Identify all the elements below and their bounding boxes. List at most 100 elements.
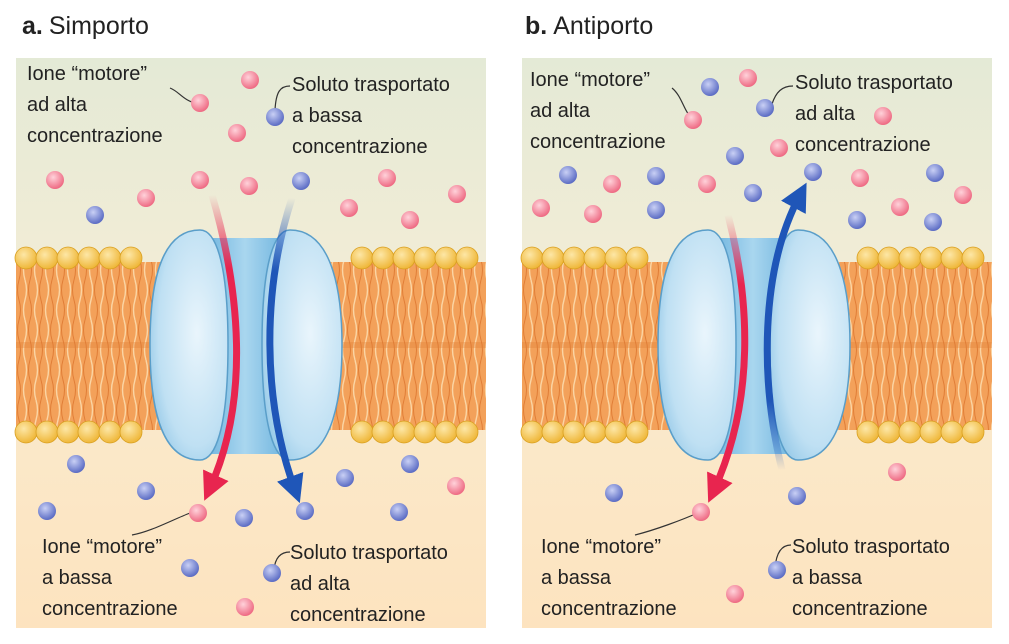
lipid-head bbox=[77, 420, 101, 444]
solute-molecule bbox=[296, 502, 314, 520]
solute-molecule bbox=[768, 561, 786, 579]
panel-a-ion-arrow bbox=[203, 194, 241, 501]
panel-b-lipid-heads-bottom bbox=[520, 420, 985, 444]
solute-molecule bbox=[38, 502, 56, 520]
solute-molecule bbox=[86, 206, 104, 224]
lipid-head bbox=[350, 420, 374, 444]
solute-molecule bbox=[701, 78, 719, 96]
panel-b-transport-protein bbox=[657, 229, 851, 461]
panel-b-letter: b. bbox=[525, 12, 548, 40]
lipid-head bbox=[371, 246, 395, 270]
lipid-head bbox=[413, 420, 437, 444]
ion-molecule bbox=[236, 598, 254, 616]
lipid-head bbox=[877, 246, 901, 270]
lipid-head bbox=[919, 246, 943, 270]
lipid-head bbox=[541, 246, 565, 270]
lipid-head bbox=[119, 246, 143, 270]
lipid-head bbox=[520, 246, 544, 270]
lipid-head bbox=[961, 420, 985, 444]
lipid-head bbox=[371, 420, 395, 444]
panel-a-label-ion-low: Ione “motore” a bassa concentrazione bbox=[42, 536, 178, 620]
ion-molecule bbox=[240, 177, 258, 195]
solute-molecule bbox=[726, 147, 744, 165]
ion-molecule bbox=[954, 186, 972, 204]
solute-molecule bbox=[926, 164, 944, 182]
lipid-head bbox=[119, 420, 143, 444]
solute-molecule bbox=[559, 166, 577, 184]
lipid-head bbox=[604, 246, 628, 270]
ion-molecule bbox=[684, 111, 702, 129]
lipid-head bbox=[413, 246, 437, 270]
lipid-head bbox=[434, 420, 458, 444]
panel-b-label-solute-low: Soluto trasportato a bassa concentrazion… bbox=[792, 536, 950, 620]
lipid-head bbox=[56, 246, 80, 270]
lipid-head bbox=[35, 420, 59, 444]
ion-molecule bbox=[692, 503, 710, 521]
panel-a-leader-bottom-left bbox=[131, 512, 191, 536]
solute-molecule bbox=[67, 455, 85, 473]
lipid-head bbox=[392, 420, 416, 444]
lipid-head bbox=[392, 246, 416, 270]
panel-a bbox=[14, 58, 486, 628]
lipid-head bbox=[98, 420, 122, 444]
solute-molecule bbox=[266, 108, 284, 126]
ion-molecule bbox=[228, 124, 246, 142]
solute-molecule bbox=[263, 564, 281, 582]
lipid-head bbox=[14, 246, 38, 270]
panel-b-title-text: Antiporto bbox=[553, 12, 654, 40]
lipid-head bbox=[856, 420, 880, 444]
solute-molecule bbox=[804, 163, 822, 181]
lipid-head bbox=[77, 246, 101, 270]
lipid-head bbox=[541, 420, 565, 444]
lipid-head bbox=[98, 246, 122, 270]
lipid-head bbox=[520, 420, 544, 444]
solute-molecule bbox=[235, 509, 253, 527]
ion-molecule bbox=[851, 169, 869, 187]
lipid-head bbox=[961, 246, 985, 270]
solute-molecule bbox=[788, 487, 806, 505]
lipid-head bbox=[583, 420, 607, 444]
ion-molecule bbox=[191, 171, 209, 189]
lipid-head bbox=[625, 420, 649, 444]
ion-molecule bbox=[340, 199, 358, 217]
solute-molecule bbox=[756, 99, 774, 117]
panel-a-lipid-heads-top bbox=[14, 246, 479, 270]
ion-molecule bbox=[189, 504, 207, 522]
ion-molecule bbox=[191, 94, 209, 112]
panel-a-lipid-heads-bottom bbox=[14, 420, 479, 444]
ion-molecule bbox=[874, 107, 892, 125]
lipid-head bbox=[583, 246, 607, 270]
ion-molecule bbox=[137, 189, 155, 207]
solute-molecule bbox=[336, 469, 354, 487]
lipid-head bbox=[919, 420, 943, 444]
panel-b bbox=[520, 58, 992, 628]
panel-b-lipid-heads-top bbox=[520, 246, 985, 270]
ion-molecule bbox=[698, 175, 716, 193]
panel-a-label-ion-high: Ione “motore” ad alta concentrazione bbox=[27, 63, 163, 147]
panel-b-ion-arrow bbox=[707, 214, 749, 503]
panel-b-molecules bbox=[532, 69, 972, 603]
solute-molecule bbox=[848, 211, 866, 229]
lipid-head bbox=[35, 246, 59, 270]
lipid-head bbox=[877, 420, 901, 444]
lipid-head bbox=[898, 246, 922, 270]
solute-molecule bbox=[292, 172, 310, 190]
ion-molecule bbox=[447, 477, 465, 495]
solute-molecule bbox=[401, 455, 419, 473]
lipid-head bbox=[940, 420, 964, 444]
panel-b-leader-top-right bbox=[771, 85, 794, 105]
lipid-head bbox=[625, 246, 649, 270]
lipid-head bbox=[562, 246, 586, 270]
lipid-head bbox=[350, 246, 374, 270]
ion-molecule bbox=[448, 185, 466, 203]
lipid-head bbox=[56, 420, 80, 444]
lipid-head bbox=[562, 420, 586, 444]
solute-molecule bbox=[647, 201, 665, 219]
panel-a-solute-arrow bbox=[266, 196, 304, 504]
panel-a-molecules bbox=[38, 71, 466, 616]
ion-molecule bbox=[770, 139, 788, 157]
ion-molecule bbox=[739, 69, 757, 87]
solute-molecule bbox=[137, 482, 155, 500]
panel-a-label-solute-high: Soluto trasportato ad alta concentrazion… bbox=[290, 542, 448, 626]
